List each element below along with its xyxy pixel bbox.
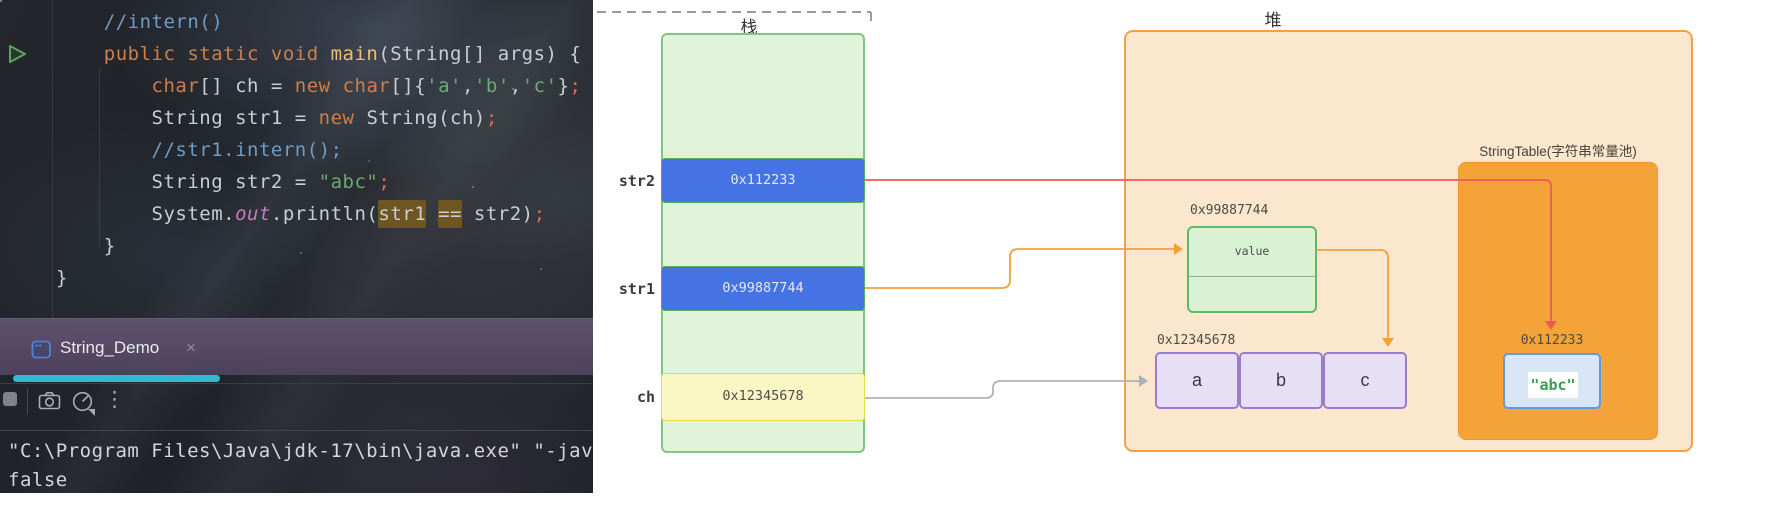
code-token: []{ [390,75,427,97]
background-art [0,0,593,493]
code-token: } [557,75,570,97]
stack-slot-ch: 0x12345678 [661,373,865,421]
gutter-divider [52,0,53,318]
code-token [426,203,438,225]
background-specks [0,0,2,2]
code-token: [] ch = [199,75,295,97]
stringtable-box [1458,162,1658,440]
indent-guide-line [99,68,100,246]
code-token: (String[] args) { [378,43,582,65]
code-token: char [151,75,200,97]
char-array-address: 0x12345678 [1157,333,1236,348]
string-object-box [1187,226,1317,313]
toolbar-divider [27,388,28,414]
run-toolbar: ⋮ [0,384,593,430]
string-object-address: 0x99887744 [1190,203,1269,218]
stack-slot-str1: 0x99887744 [661,266,865,311]
code-token: String str1 = [151,107,319,129]
code-line: System.out.println(str1 == str2); [152,198,546,230]
active-tab-underline [13,375,220,382]
arrow-str2-to-stringtable [865,179,1552,322]
code-token: 'a' [426,75,462,97]
highlighted-token: str1 [378,200,427,228]
code-token: , [461,75,474,97]
code-token: //str1.intern(); [151,139,343,161]
code-token: new [318,107,367,129]
arrowhead-ch [1139,375,1148,387]
stringtable-entry-value: "abc" [1528,372,1578,398]
code-token: .println( [270,203,379,225]
close-tab-icon[interactable]: × [186,338,196,357]
code-token: 'c' [521,75,558,97]
code-token: char [342,75,391,97]
code-token: "abc" [318,171,379,193]
stop-icon[interactable] [3,392,17,406]
tabstrip-divider [0,383,593,384]
console-command-line: "C:\Program Files\Java\jdk-17\bin\java.e… [8,440,593,462]
code-token: str2) [461,203,534,225]
stringtable-title: StringTable(字符串常量池) [1479,144,1637,159]
code-line: //str1.intern(); [152,134,343,166]
string-object-field-divider [1189,276,1315,277]
code-line: //intern() [104,6,223,38]
char-array-cell-a: a [1155,352,1239,409]
code-editor[interactable]: //intern() public static void main(String… [0,0,593,493]
highlighted-token: == [438,200,462,228]
code-line: } [56,262,68,294]
profiler-gauge-icon[interactable] [71,390,97,421]
code-line: String str1 = new String(ch); [152,102,498,134]
char-array-cell-c: c [1323,352,1407,409]
heap-box [1124,30,1693,452]
arrowhead-str2 [1545,321,1557,330]
code-token: ; [378,171,391,193]
code-token: new [294,75,343,97]
code-line: char[] ch = new char[]{'a','b','c'}; [152,70,582,102]
stack-slot-str2: 0x112233 [661,158,865,203]
cut-dashed-border [597,11,872,22]
ide-panel: //intern() public static void main(String… [0,0,593,493]
code-token: out [235,203,271,225]
arrowhead-str1 [1174,243,1183,255]
code-token: String str2 = [151,171,319,193]
stack-title: 栈 [740,18,758,37]
code-line: public static void main(String[] args) { [104,38,582,70]
console-window-icon [31,340,52,365]
stack-var-label-ch: ch [636,388,655,406]
string-object-field-label: value [1234,244,1270,258]
code-token: } [103,235,116,257]
code-token: System. [151,203,236,225]
run-tab-label: String_Demo [60,338,160,357]
stack-var-label-str1: str1 [618,279,655,298]
code-token: String(ch) [366,107,486,129]
run-triangle-icon[interactable] [6,43,28,70]
console-result-line: false [8,469,68,491]
code-token: ; [485,107,498,129]
char-array-cell-b: b [1239,352,1323,409]
stack-box [661,33,865,453]
code-token: public static void [103,43,331,65]
run-tab[interactable]: String_Demo × [26,336,206,366]
code-token: ; [569,75,582,97]
stringtable-entry-box [1503,353,1601,409]
console-divider [0,430,593,431]
arrowhead-value [1382,338,1394,347]
stringtable-entry-address: 0x112233 [1520,333,1584,348]
run-panel-header [0,318,593,375]
code-token: main [330,43,379,65]
code-line: String str2 = "abc"; [152,166,391,198]
screenshot-camera-icon[interactable] [37,390,62,416]
more-options-kebab-icon[interactable]: ⋮ [104,388,125,411]
arrow-str1-to-string-object [865,248,1175,289]
stack-var-label-str2: str2 [618,171,655,190]
arrow-value-to-char-array [1317,249,1389,339]
console-output: "C:\Program Files\Java\jdk-17\bin\java.e… [0,431,593,493]
code-token: 'b' [473,75,510,97]
heap-title: 堆 [1264,11,1282,30]
code-token: //intern() [103,11,224,33]
arrow-ch-to-char-array [865,380,1140,399]
code-token: ; [533,203,546,225]
code-token: , [509,75,522,97]
code-token: } [56,267,68,289]
code-line: } [104,230,116,262]
